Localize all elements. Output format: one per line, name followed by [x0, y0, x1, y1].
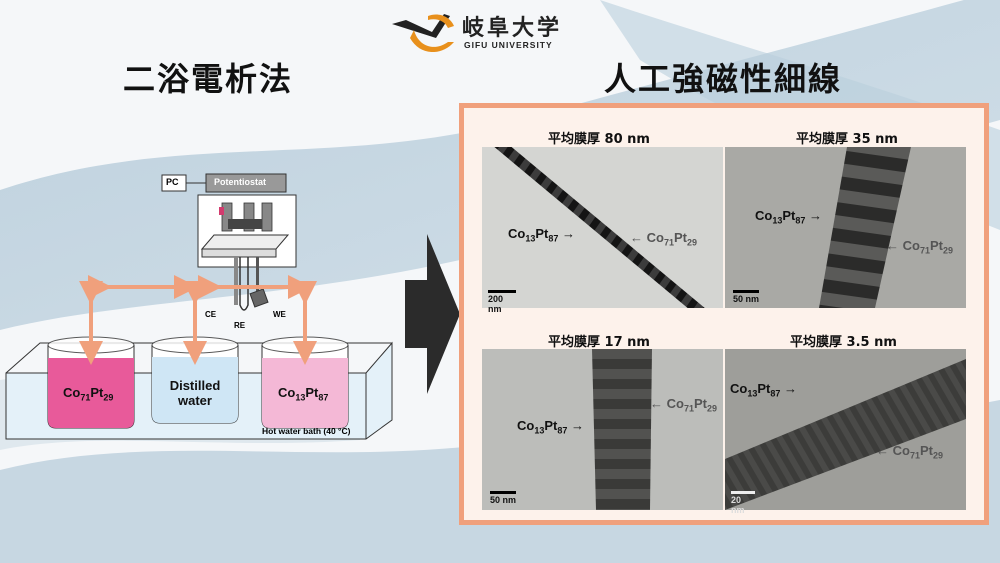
- tem-image-3-5nm: [725, 349, 966, 510]
- panel-4-caption: 平均膜厚 3.5 nm: [790, 335, 897, 350]
- tem-image-35nm: [725, 147, 966, 308]
- beaker-co13pt87: [261, 336, 349, 429]
- scale-bar-1: 200 nm: [488, 290, 516, 314]
- big-right-arrow: [405, 234, 460, 394]
- potentiostat-box: [205, 173, 287, 193]
- panel-3-label-co71pt29: ← Co71Pt29: [650, 396, 717, 414]
- panel-2-label-co13pt87: Co13Pt87 →: [755, 208, 822, 226]
- counter-electrode: [234, 257, 238, 305]
- panel-1-label-co13pt87: Co13Pt87 →: [508, 226, 575, 244]
- panel-3-caption: 平均膜厚 17 nm: [548, 335, 650, 350]
- working-electrode: [256, 257, 259, 291]
- electrode-ce-label: CE: [205, 310, 217, 319]
- right-title: 人工強磁性細線: [604, 60, 843, 98]
- electrode-we-label: WE: [273, 310, 286, 319]
- scale-bar-4: 20 nm: [731, 491, 755, 515]
- beaker-co13pt87-label: Co13Pt87: [278, 385, 329, 403]
- panel-4-label-co71pt29: ← Co71Pt29: [876, 443, 943, 461]
- panel-1-caption: 平均膜厚 80 nm: [548, 132, 650, 147]
- beaker-distilled-water: [151, 336, 239, 424]
- logo-name-jp: 岐阜大学: [462, 16, 563, 41]
- electrode-re-label: RE: [234, 321, 246, 330]
- panel-1-label-co71pt29: ← Co71Pt29: [630, 230, 697, 248]
- panel-3-label-co13pt87: Co13Pt87 →: [517, 418, 584, 436]
- potentiostat-label: Potentiostat: [214, 177, 267, 187]
- bath-label: Hot water bath (40 °C): [262, 426, 351, 436]
- scale-bar-3: 50 nm: [490, 491, 516, 505]
- tem-image-17nm: [482, 349, 723, 510]
- left-title: 二浴電析法: [123, 60, 294, 98]
- scale-bar-2: 50 nm: [733, 290, 759, 304]
- panel-2-label-co71pt29: ← Co71Pt29: [886, 238, 953, 256]
- university-logo: 岐阜大学 GIFU UNIVERSITY: [388, 8, 578, 56]
- logo-mark-icon: [392, 14, 454, 52]
- panel-4-label-co13pt87: Co13Pt87 →: [730, 381, 797, 399]
- pc-label: PC: [166, 177, 179, 187]
- electrodeposition-diagram: [5, 173, 393, 440]
- logo-name-en: GIFU UNIVERSITY: [464, 40, 553, 50]
- beaker-co71pt29-label: Co71Pt29: [63, 385, 114, 403]
- beaker-co71pt29: [47, 336, 135, 429]
- tem-image-80nm: [482, 147, 723, 308]
- panel-2-caption: 平均膜厚 35 nm: [796, 132, 898, 147]
- beaker-distilled-water-label: Distilled water: [169, 378, 221, 408]
